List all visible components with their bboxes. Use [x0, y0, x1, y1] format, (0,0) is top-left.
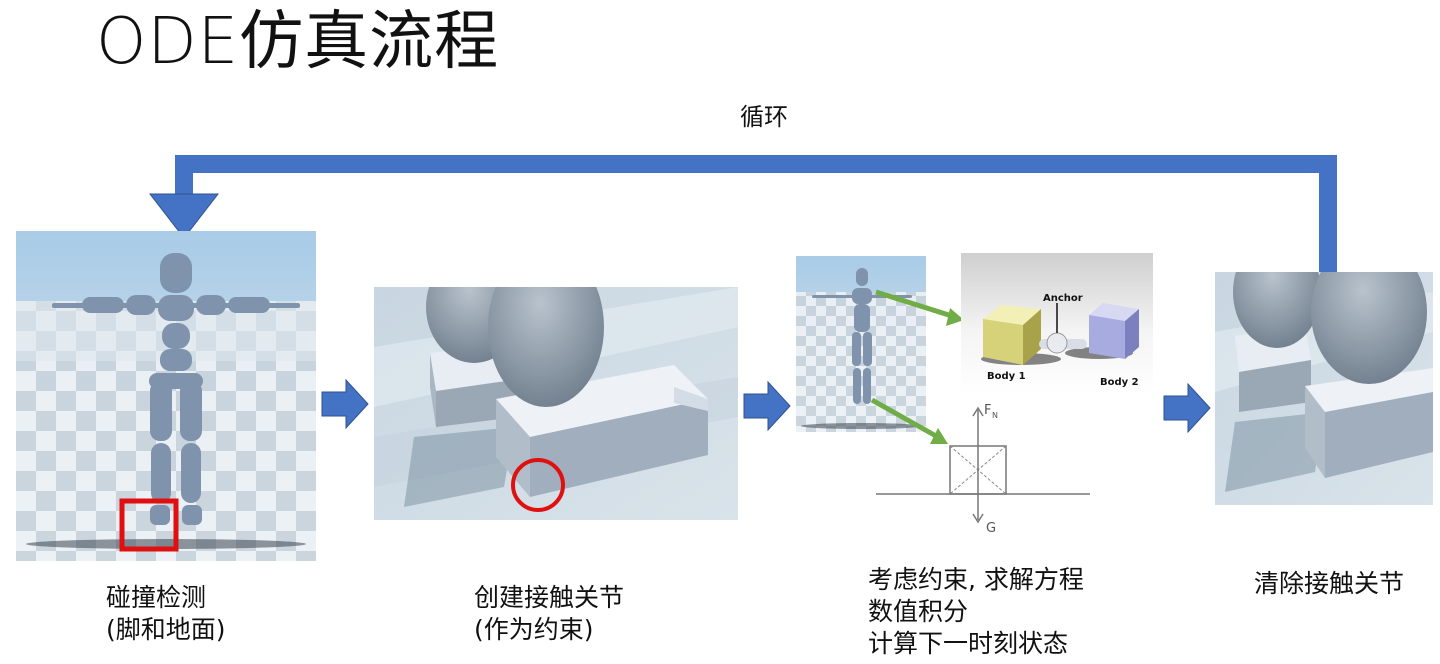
step-2-caption: 创建接触关节 (作为约束) — [474, 582, 624, 646]
step-3-line-3: 计算下一时刻状态 — [868, 629, 1069, 658]
page-title: ODE仿真流程 — [96, 5, 500, 79]
normal-force-label: F — [984, 403, 991, 418]
loop-label: 循环 — [740, 103, 788, 131]
gravity-label: G — [986, 521, 996, 536]
step-1-line-1: 碰撞检测 — [106, 583, 207, 612]
force-diagram: F N G — [876, 403, 1090, 536]
step-3-line-1: 考虑约束, 求解方程 — [868, 565, 1084, 594]
normal-force-subscript: N — [992, 411, 998, 420]
anchor-label: Anchor — [1043, 293, 1083, 304]
step-2-line-1: 创建接触关节 — [474, 583, 625, 612]
joint-anchor-diagram: Anchor Body 1 Body 2 — [961, 253, 1153, 395]
flow-arrow-2 — [743, 380, 791, 432]
step-1-caption: 碰撞检测 (脚和地面) — [106, 582, 226, 646]
step-4-caption: 清除接触关节 — [1254, 568, 1404, 600]
clear-contact-joint-image — [1215, 272, 1433, 505]
foot-highlight-box — [119, 498, 179, 552]
step-4-line-1: 清除接触关节 — [1254, 569, 1405, 598]
step-3-line-2: 数值积分 — [868, 597, 969, 626]
flow-arrow-3 — [1163, 382, 1211, 434]
green-arrows — [870, 289, 964, 444]
contact-joint-image — [374, 287, 738, 520]
step-2-line-2: (作为约束) — [474, 615, 594, 644]
body2-label: Body 2 — [1100, 377, 1139, 388]
solver-figure-image — [796, 256, 926, 432]
contact-point-circle — [511, 458, 565, 512]
collision-detection-image — [16, 231, 316, 561]
step-3-caption: 考虑约束, 求解方程 数值积分 计算下一时刻状态 — [868, 564, 1084, 660]
step-1-line-2: (脚和地面) — [106, 615, 226, 644]
flow-arrow-1 — [321, 378, 369, 430]
body1-label: Body 1 — [987, 371, 1026, 382]
